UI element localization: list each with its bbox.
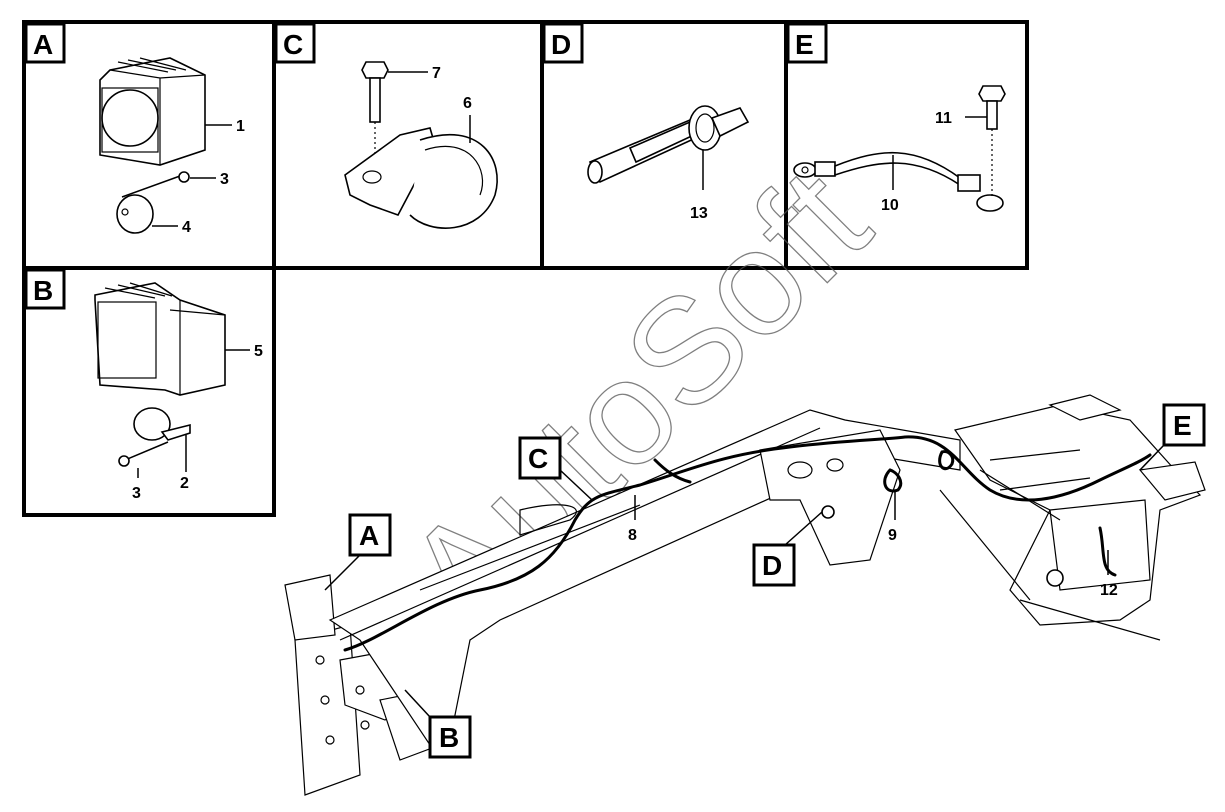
panel-a: A 1 3 4 — [22, 20, 276, 270]
screw-drawing — [361, 61, 389, 175]
main-assembly-drawing — [284, 394, 1206, 796]
disc-bracket-drawing — [118, 407, 191, 467]
panel-e: E 11 10 — [784, 20, 1029, 270]
callout-d: D — [752, 511, 823, 587]
bolt-drawing — [121, 171, 190, 198]
part-number-8: 8 — [628, 527, 637, 544]
svg-text:B: B — [439, 722, 459, 753]
part-number-11: 11 — [935, 110, 952, 127]
ground-cable-drawing — [793, 152, 1004, 212]
part-number-7: 7 — [432, 65, 441, 82]
svg-text:D: D — [762, 550, 782, 581]
part-number-1: 1 — [236, 118, 245, 135]
panel-a-letter: A — [33, 29, 53, 60]
panel-d: D 13 — [540, 20, 788, 270]
part-number-3: 3 — [220, 171, 229, 188]
svg-text:E: E — [1173, 410, 1192, 441]
part-number-6: 6 — [463, 95, 472, 112]
part-number-10: 10 — [881, 197, 899, 214]
part-number-3b: 3 — [132, 485, 141, 502]
svg-text:A: A — [359, 520, 379, 551]
callout-c: C — [518, 436, 593, 501]
panel-c-letter: C — [283, 29, 303, 60]
part-number-2: 2 — [180, 475, 189, 492]
cable-screw-drawing — [978, 85, 1006, 198]
sensor-stud-drawing — [587, 105, 750, 184]
panel-b: B 5 2 3 — [22, 266, 276, 517]
part-number-9: 9 — [888, 527, 897, 544]
part-number-13: 13 — [690, 205, 708, 222]
clamp-drawing — [344, 127, 498, 229]
part-number-12: 12 — [1100, 582, 1118, 599]
work-light-bracket-drawing — [94, 282, 226, 396]
part-number-4: 4 — [182, 219, 191, 236]
callout-b: B — [404, 689, 472, 759]
callout-e: E — [1139, 403, 1206, 471]
part-number-5: 5 — [254, 343, 263, 360]
panel-b-letter: B — [33, 275, 53, 306]
panel-c: C 7 6 — [272, 20, 544, 270]
panel-e-letter: E — [795, 29, 814, 60]
callout-a: A — [324, 513, 392, 591]
panel-d-letter: D — [551, 29, 571, 60]
work-light-drawing — [99, 57, 206, 166]
disc-cover-drawing — [116, 194, 154, 234]
svg-text:C: C — [528, 443, 548, 474]
